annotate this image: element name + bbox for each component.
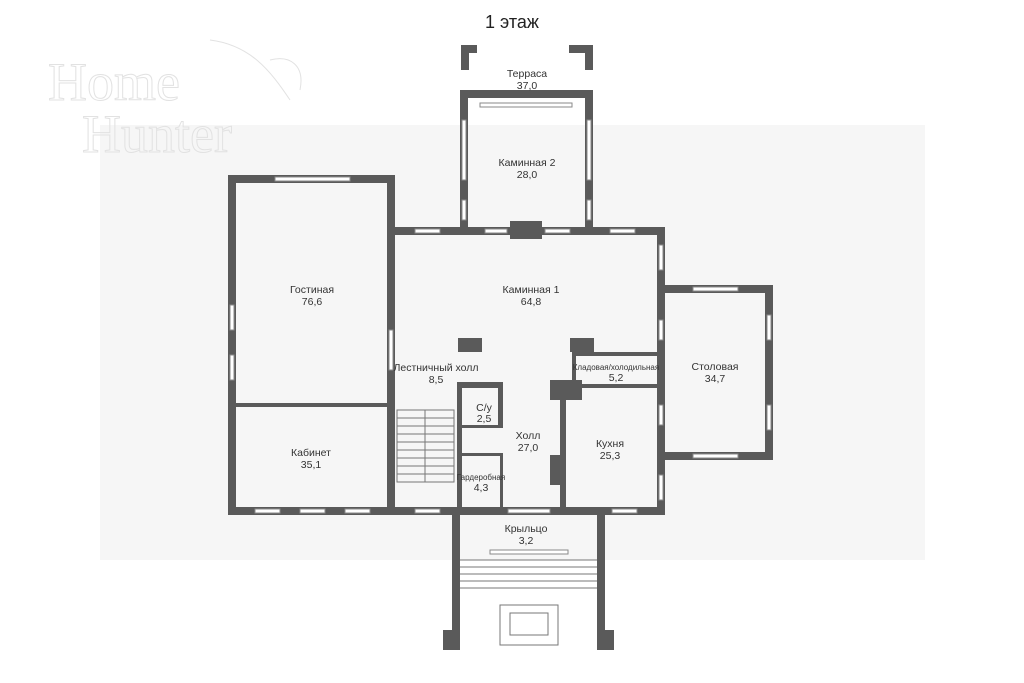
room-fireplace-2: Каминная 228,0 (499, 157, 556, 181)
svg-text:4,3: 4,3 (474, 482, 489, 494)
svg-text:Терраса: Терраса (507, 68, 547, 80)
svg-text:76,6: 76,6 (302, 296, 323, 308)
room-fireplace-1: Каминная 164,8 (503, 284, 560, 308)
svg-text:Крыльцо: Крыльцо (505, 523, 548, 535)
svg-text:Столовая: Столовая (692, 361, 739, 373)
svg-text:Кабинет: Кабинет (291, 447, 331, 459)
svg-text:Холл: Холл (516, 430, 541, 442)
svg-text:3,2: 3,2 (519, 535, 534, 547)
eagle-icon (209, 39, 302, 101)
svg-text:Гардеробная: Гардеробная (457, 473, 505, 482)
svg-text:64,8: 64,8 (521, 296, 542, 308)
svg-text:28,0: 28,0 (517, 169, 538, 181)
svg-text:Каминная 1: Каминная 1 (503, 284, 560, 296)
logo-line-1: Home (48, 52, 180, 112)
svg-text:8,5: 8,5 (429, 374, 444, 386)
logo-line-2: Hunter (82, 104, 232, 164)
watermark-backdrop (100, 125, 925, 560)
floor-title: 1 этаж (485, 12, 539, 32)
svg-text:5,2: 5,2 (609, 372, 624, 384)
windows (229, 102, 772, 555)
svg-text:Каминная 2: Каминная 2 (499, 157, 556, 169)
logo-watermark: Home Hunter (48, 39, 302, 165)
svg-text:27,0: 27,0 (518, 442, 539, 454)
svg-text:Кухня: Кухня (596, 438, 624, 450)
svg-text:Гостиная: Гостиная (290, 284, 334, 296)
svg-text:37,0: 37,0 (517, 80, 538, 92)
svg-text:34,7: 34,7 (705, 373, 726, 385)
svg-text:2,5: 2,5 (477, 413, 492, 425)
svg-text:Кладовая/холодильная: Кладовая/холодильная (573, 363, 659, 372)
room-wc: С/у2,5 (476, 402, 493, 425)
svg-text:С/у: С/у (476, 402, 493, 414)
svg-text:25,3: 25,3 (600, 450, 621, 462)
svg-text:Лестничный холл: Лестничный холл (393, 362, 478, 374)
svg-text:35,1: 35,1 (301, 459, 322, 471)
